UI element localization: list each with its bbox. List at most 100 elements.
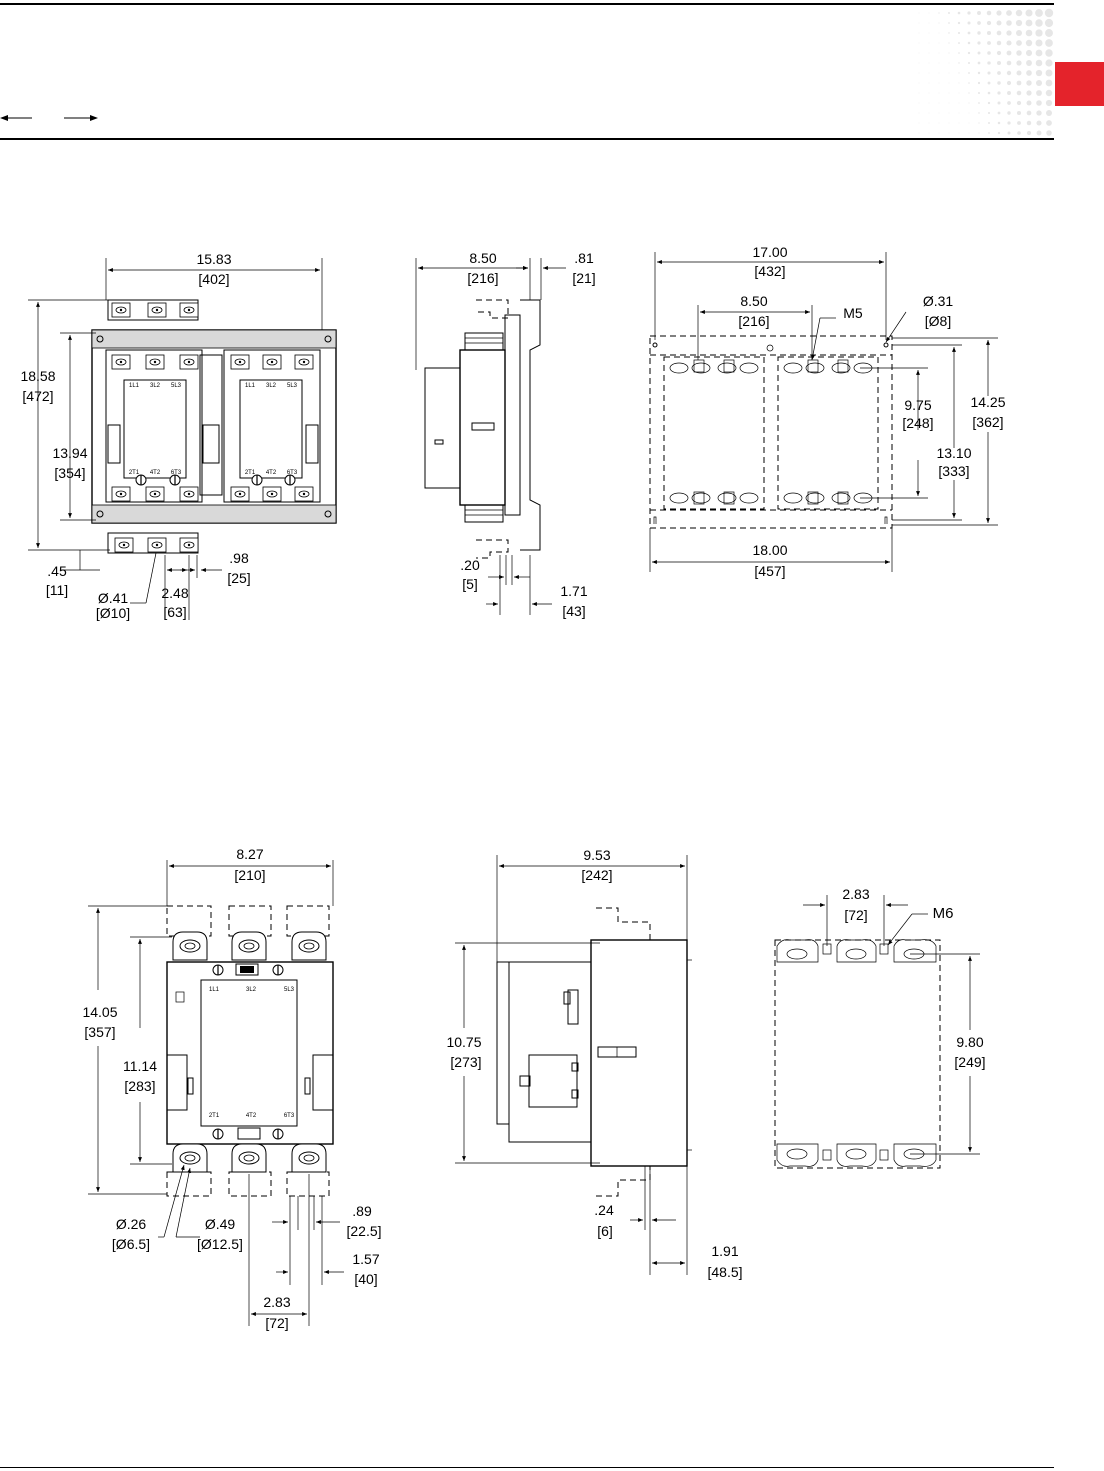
drawing2-front-view: 1L1 3L2 5L3 2T1 4T2 6T3 8.27 [210] 14.05… xyxy=(82,846,381,1331)
dim-inner-height: 9.75 xyxy=(904,397,931,413)
halftone-dot xyxy=(1016,50,1022,56)
halftone-dot xyxy=(948,42,950,44)
halftone-dot xyxy=(918,12,920,14)
dim-height: 9.80 xyxy=(956,1034,983,1050)
halftone-dot xyxy=(996,40,1002,46)
right-contactor: 1L1 3L2 5L3 2T1 4T2 6T3 xyxy=(223,349,321,503)
dim-bottom-offset: .45 xyxy=(47,563,67,579)
header-bottom-rule xyxy=(0,138,1054,140)
arrow-left-icon[interactable] xyxy=(0,115,32,121)
dim-rear-mm: [21] xyxy=(572,270,595,286)
dim-terminal: .89 xyxy=(352,1203,372,1219)
halftone-dot xyxy=(938,82,940,84)
dim-height-mm: [273] xyxy=(450,1054,481,1070)
drawing1-side-view: 8.50 [216] .81 [21] .20 [5] 1.71 [43] xyxy=(415,250,596,619)
halftone-dot xyxy=(928,132,930,134)
halftone-dot xyxy=(1044,8,1054,18)
halftone-dot xyxy=(1016,110,1022,116)
halftone-dot xyxy=(1006,60,1012,66)
halftone-dot xyxy=(1036,120,1042,126)
halftone-dot xyxy=(977,51,981,55)
dim-rear: .81 xyxy=(574,250,594,266)
halftone-dot xyxy=(1036,90,1042,96)
dim-height: 10.75 xyxy=(446,1034,481,1050)
halftone-dot xyxy=(928,32,930,34)
terminal-label: 6T3 xyxy=(171,470,182,476)
halftone-dot xyxy=(928,112,930,114)
halftone-dot xyxy=(928,122,930,124)
dim-pitch-mm: [63] xyxy=(163,604,186,620)
halftone-dot xyxy=(977,81,981,85)
halftone-dot xyxy=(1006,20,1012,26)
dim-offset: 1.71 xyxy=(560,583,587,599)
dim-base-width-mm: [457] xyxy=(754,563,785,579)
halftone-pattern xyxy=(918,8,1054,136)
halftone-dot xyxy=(938,12,940,14)
nav-arrows[interactable] xyxy=(0,110,110,126)
halftone-dot xyxy=(1044,18,1054,28)
halftone-dot xyxy=(918,22,920,24)
halftone-dot xyxy=(997,101,1001,105)
halftone-dot xyxy=(1026,80,1032,86)
halftone-dot xyxy=(986,30,992,36)
halftone-dot xyxy=(1006,50,1012,56)
halftone-dot xyxy=(1017,131,1021,135)
dim-half: 8.50 xyxy=(740,293,767,309)
halftone-dot xyxy=(996,30,1002,36)
halftone-dot xyxy=(948,12,950,14)
halftone-dot xyxy=(1026,130,1032,136)
halftone-dot xyxy=(968,102,970,104)
dim-hole-small: Ø.26 xyxy=(116,1216,147,1232)
halftone-dot xyxy=(997,81,1001,85)
dim-mid-height-mm: [333] xyxy=(938,463,969,479)
halftone-dot xyxy=(1045,39,1053,47)
halftone-dot xyxy=(1035,49,1043,57)
dim-mid-height: 13.10 xyxy=(936,445,971,461)
halftone-dot xyxy=(1045,49,1053,57)
dim-width: 15.83 xyxy=(196,251,231,267)
halftone-dot xyxy=(967,31,971,35)
halftone-dot xyxy=(1026,70,1032,76)
halftone-dot xyxy=(987,111,991,115)
halftone-dot xyxy=(1046,110,1052,116)
halftone-dot xyxy=(1045,99,1053,107)
halftone-dot xyxy=(987,51,991,55)
halftone-dot xyxy=(1045,59,1053,67)
halftone-dot xyxy=(997,71,1001,75)
dim-hole-mm: [Ø8] xyxy=(925,313,951,329)
halftone-dot xyxy=(928,92,930,94)
halftone-dot xyxy=(1007,131,1011,135)
halftone-dot xyxy=(928,42,930,44)
halftone-dot xyxy=(938,62,940,64)
dim-terminal: .98 xyxy=(229,550,249,566)
dim-terminal-mm: [22.5] xyxy=(346,1223,381,1239)
dim-height-mount: 11.14 xyxy=(123,1058,157,1074)
drawing1-mounting-view: 17.00 [432] 8.50 [216] M5 Ø.31 [Ø8] 9.75… xyxy=(649,244,1006,579)
halftone-dot xyxy=(967,21,971,25)
halftone-dot xyxy=(988,132,990,134)
halftone-dot xyxy=(918,72,920,74)
halftone-dot xyxy=(1045,29,1053,37)
halftone-dot xyxy=(967,51,971,55)
halftone-dot xyxy=(1016,30,1022,36)
halftone-dot xyxy=(1035,9,1043,17)
terminal-label: 2T1 xyxy=(245,470,256,476)
dim-inner-height-mm: [248] xyxy=(902,415,933,431)
halftone-dot xyxy=(1035,69,1043,77)
dim-terminal2-mm: [40] xyxy=(354,1271,377,1287)
dim-half-mm: [216] xyxy=(738,313,769,329)
halftone-dot xyxy=(928,22,930,24)
halftone-dot xyxy=(938,52,940,54)
dim-hole: Ø.31 xyxy=(923,293,954,309)
terminal-label: 6T3 xyxy=(284,1113,295,1119)
dim-screw: M6 xyxy=(933,905,954,922)
arrow-right-icon[interactable] xyxy=(64,115,98,121)
footer-rule xyxy=(0,1467,1054,1468)
halftone-dot xyxy=(967,41,971,45)
halftone-dot xyxy=(1007,111,1011,115)
halftone-dot xyxy=(958,82,960,84)
dim-outer-height-mm: [362] xyxy=(972,414,1003,430)
dim-height-mm: [249] xyxy=(954,1054,985,1070)
halftone-dot xyxy=(968,122,970,124)
